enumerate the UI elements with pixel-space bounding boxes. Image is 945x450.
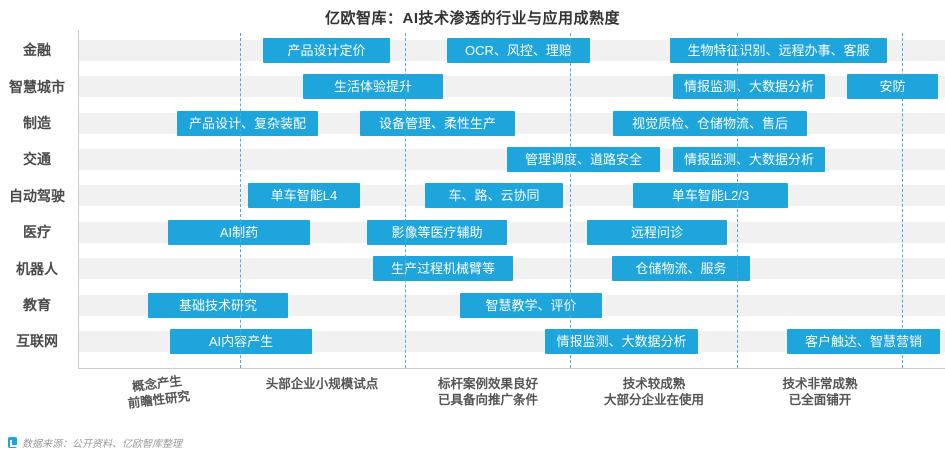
stage-label: 技术非常成熟已全面铺开	[735, 376, 905, 408]
stage-divider-line	[240, 33, 241, 368]
application-box: 客户触达、智慧营销	[787, 328, 940, 354]
stage-label-line: 头部企业小规模试点	[265, 377, 379, 391]
industry-label: 交通	[0, 141, 74, 177]
stage-label: 标杆案例效果良好已具备向推广条件	[403, 376, 573, 408]
application-box: 设备管理、柔性生产	[360, 110, 515, 136]
industry-label: 机器人	[0, 250, 74, 286]
application-box: 安防	[847, 74, 938, 100]
application-box: 产品设计定价	[263, 37, 390, 63]
application-box: 管理调度、道路安全	[507, 146, 660, 172]
industry-label-text: 机器人	[16, 260, 58, 277]
application-box: 基础技术研究	[148, 292, 288, 318]
application-box: AI制药	[168, 219, 310, 245]
industry-label: 金融	[0, 32, 74, 68]
application-box: 单车智能L2/3	[633, 183, 788, 209]
stage-divider-line	[737, 33, 738, 368]
source-text: 数据来源：公开资料、亿欧智库整理	[22, 439, 182, 450]
industry-label-text: 智慧城市	[9, 78, 65, 95]
stage-label-line: 技术非常成熟	[782, 377, 858, 391]
stage-label-line: 大部分企业在使用	[603, 393, 704, 407]
industry-label-text: 自动驾驶	[9, 187, 65, 204]
chart-title: 亿欧智库：AI技术渗透的行业与应用成熟度	[324, 10, 620, 27]
application-box: 影像等医疗辅助	[367, 219, 507, 245]
industry-label: 自动驾驶	[0, 178, 74, 214]
application-box: AI内容产生	[170, 328, 312, 354]
application-box: 情报监测、大数据分析	[673, 74, 825, 100]
application-box: 视觉质检、仓储物流、售后	[613, 110, 807, 136]
y-axis-line	[78, 30, 79, 368]
stage-label: 概念产生前瞻性研究	[72, 366, 245, 418]
stage-label: 头部企业小规模试点	[237, 376, 407, 392]
industry-label: 智慧城市	[0, 68, 74, 104]
industry-label: 医疗	[0, 214, 74, 250]
industry-label-text: 医疗	[23, 224, 51, 241]
industry-label-text: 金融	[23, 42, 51, 59]
application-box: 情报监测、大数据分析	[673, 146, 825, 172]
stage-label-line: 已全面铺开	[788, 393, 852, 407]
stage-label-line: 已具备向推广条件	[437, 393, 538, 407]
application-box: 生活体验提升	[303, 74, 443, 100]
industry-label: 制造	[0, 105, 74, 141]
industry-label-text: 交通	[23, 151, 51, 168]
stage-label-line: 标杆案例效果良好	[437, 377, 538, 391]
application-box: 情报监测、大数据分析	[545, 328, 698, 354]
stage-divider-line	[570, 33, 571, 368]
application-box: 生产过程机械臂等	[373, 256, 513, 282]
stage-divider-line	[902, 33, 903, 368]
application-box: 仓储物流、服务	[612, 256, 750, 282]
industry-label: 互联网	[0, 323, 74, 359]
x-axis-line	[78, 368, 945, 369]
application-box: OCR、风控、理赔	[447, 37, 590, 63]
application-box: 远程问诊	[587, 219, 727, 245]
application-box: 生物特征识别、远程办事、客服	[670, 37, 887, 63]
industry-label-text: 制造	[23, 114, 51, 131]
industry-label: 教育	[0, 287, 74, 323]
source-note: 数据来源：公开资料、亿欧智库整理	[8, 435, 182, 450]
eo-logo-icon	[8, 437, 17, 448]
industry-label-text: 互联网	[16, 333, 58, 350]
stage-divider-line	[405, 33, 406, 368]
stage-label: 技术较成熟大部分企业在使用	[569, 376, 739, 408]
industry-label-text: 教育	[23, 296, 51, 313]
application-box: 产品设计、复杂装配	[177, 110, 318, 136]
application-box: 智慧教学、评价	[460, 292, 602, 318]
application-box: 单车智能L4	[248, 183, 360, 209]
application-box: 车、路、云协同	[425, 183, 563, 209]
stage-label-line: 技术较成熟	[622, 377, 686, 391]
